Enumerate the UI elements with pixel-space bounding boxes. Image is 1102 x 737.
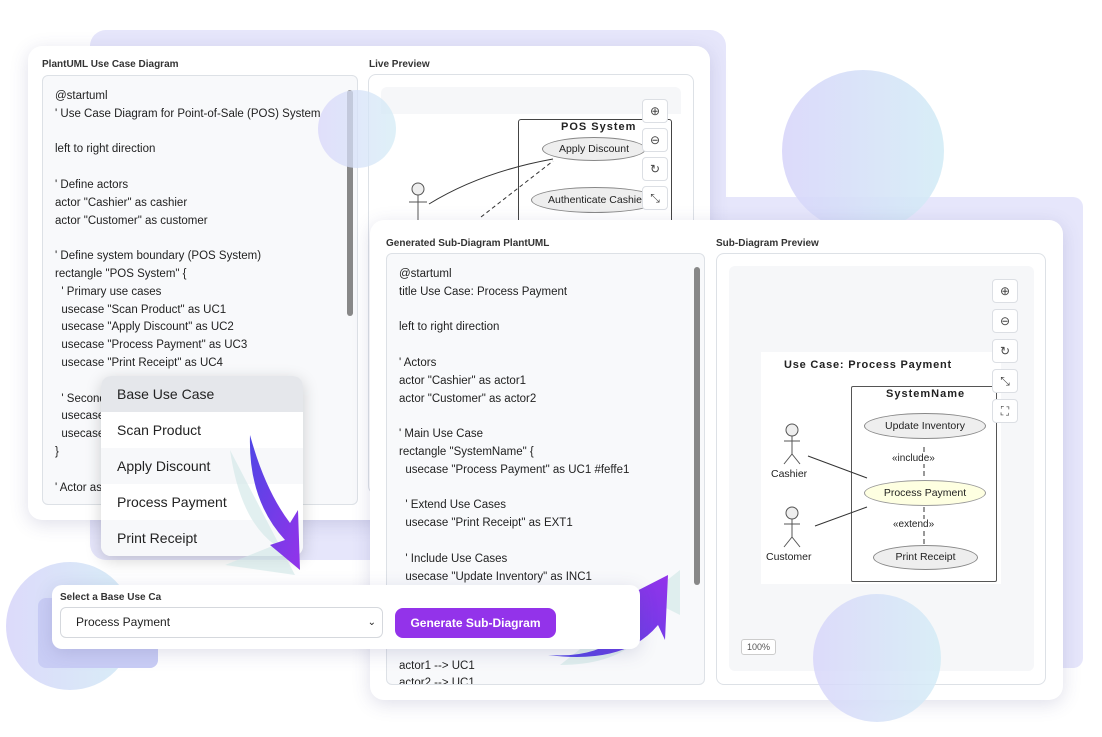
diagram-title: Use Case: Process Payment [784,359,952,371]
sub-preview-canvas: Use Case: Process Payment SystemName Upd… [729,266,1034,671]
down-arrow-icon [225,435,300,575]
diagram-connectors [783,423,925,548]
chevron-down-icon: ⌄ [367,617,376,628]
system-label: SystemName [886,388,966,400]
fit-button[interactable]: ⤡ [992,369,1018,393]
dropdown-option[interactable]: Process Payment [117,494,227,510]
editor-scrollbar[interactable] [347,90,353,316]
actor-cashier: Cashier [771,468,808,480]
generate-sub-diagram-button[interactable]: Generate Sub-Diagram [395,608,556,638]
reset-button[interactable]: ↻ [992,339,1018,363]
usecase-process-payment: Process Payment [864,480,986,506]
plantuml-editor[interactable]: @startuml ' Use Case Diagram for Point-o… [42,75,358,505]
system-label: POS System [561,121,637,133]
live-preview-title: Live Preview [369,59,430,70]
system-boundary [851,386,997,582]
fullscreen-button[interactable]: ⛶ [992,399,1018,423]
usecase-print-receipt: Print Receipt [873,545,978,570]
reset-button[interactable]: ↻ [642,157,668,181]
selector-card: Select a Base Use Ca Process Payment ⌄ G… [52,585,640,649]
dropdown-option[interactable]: Scan Product [117,422,202,438]
bg-circle [813,594,941,722]
bg-circle [782,70,944,232]
selected-value: Process Payment [76,615,171,629]
dropdown-header: Base Use Case [101,376,303,412]
actor-customer: Customer [766,551,812,563]
usecase-authenticate: Authenticate Cashie [531,187,659,213]
zoom-out-button[interactable]: ⊖ [642,128,668,152]
include-label: «include» [892,453,935,464]
sub-preview-title: Sub-Diagram Preview [716,238,819,249]
usecase-apply-discount: Apply Discount [542,137,646,161]
zoom-in-button[interactable]: ⊕ [992,279,1018,303]
actor-arrows [409,158,554,227]
fit-button[interactable]: ⤡ [642,186,668,210]
sub-preview-panel: Use Case: Process Payment SystemName Upd… [716,253,1046,685]
sub-editor-scrollbar[interactable] [694,267,700,585]
usecase-update-inventory: Update Inventory [864,413,986,439]
zoom-out-button[interactable]: ⊖ [992,309,1018,333]
base-use-case-select[interactable]: Process Payment ⌄ [60,607,383,638]
selector-label: Select a Base Use Ca [60,592,162,603]
zoom-level: 100% [741,639,777,655]
zoom-in-button[interactable]: ⊕ [642,99,668,123]
extend-label: «extend» [893,519,935,530]
bg-circle [318,90,396,168]
sub-editor-title: Generated Sub-Diagram PlantUML [386,238,550,249]
dropdown-option[interactable]: Apply Discount [101,448,303,484]
editor-title: PlantUML Use Case Diagram [42,59,179,70]
